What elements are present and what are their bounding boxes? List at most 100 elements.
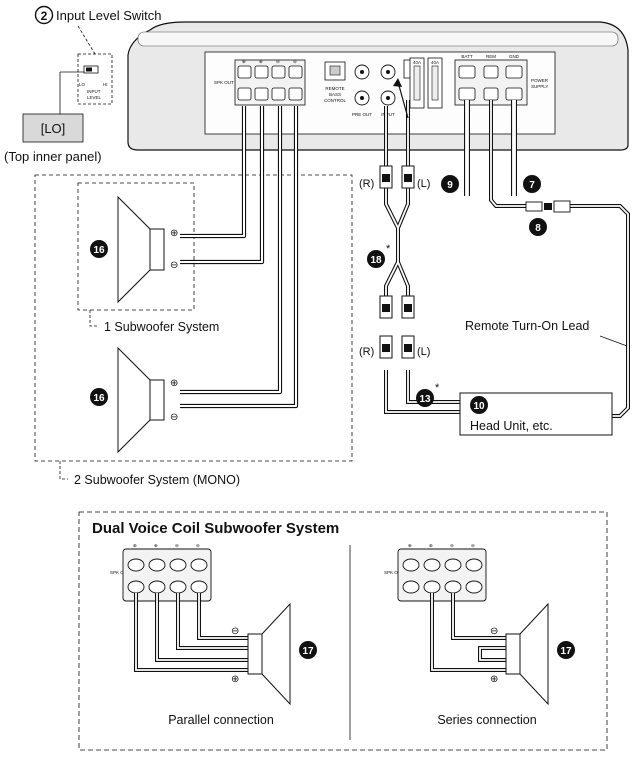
- subwoofer-bottom: ⊕ ⊖: [117, 346, 178, 454]
- rca-plug-low-r-tip: [382, 344, 390, 352]
- subwoofer-bottom-plus: ⊕: [170, 378, 178, 389]
- head-unit-label: Head Unit, etc.: [470, 419, 553, 433]
- jack-pin: [386, 70, 390, 74]
- spk-out-label: SPK OUT: [214, 80, 234, 85]
- spk-terminal-top: [271, 65, 286, 79]
- rca-plug-mid-l-tip: [404, 304, 412, 312]
- callout-badge: [299, 641, 317, 659]
- callout-head-unit: 10: [473, 401, 485, 412]
- channel-right-upper: (R): [359, 178, 374, 190]
- switch-knob: [86, 67, 92, 72]
- parallel-terminal-top: [169, 558, 187, 572]
- remote-bass-control-jack: [329, 65, 341, 76]
- remote-lead-leader: [599, 335, 628, 347]
- parallel-sub-cone: [261, 602, 291, 706]
- input-arrow-head: [393, 78, 402, 87]
- rem-terminal: [483, 87, 499, 101]
- callout-badge: [557, 641, 575, 659]
- input-arrow: [397, 81, 409, 119]
- spk-terminal-top: [288, 65, 303, 79]
- batt-terminal: [458, 87, 476, 101]
- series-terminal-top: [423, 558, 441, 572]
- callout-subwoofer-top: 16: [93, 245, 105, 256]
- channel-right-lower: (R): [359, 346, 374, 358]
- input-label: INPUT: [381, 112, 395, 117]
- spk-polarity: ⊕: [154, 543, 158, 548]
- subwoofer-top-plus: ⊕: [170, 228, 178, 239]
- series-caption: Series connection: [437, 713, 536, 727]
- parallel-terminal-bottom: [148, 580, 166, 594]
- fuse-2-label: 40A: [431, 60, 439, 65]
- connector-right: [553, 200, 571, 213]
- subwoofer-bottom-cone: [117, 346, 151, 454]
- one-sub-leader: [89, 310, 98, 327]
- fuse-2-element: [431, 65, 439, 101]
- series-terminal-bottom: [465, 580, 483, 594]
- two-sub-system-label: 2 Subwoofer System (MONO): [74, 473, 240, 487]
- head-unit-cable-asterisk: *: [435, 382, 440, 394]
- rca-plug-top-r-tip: [382, 174, 390, 182]
- remote-turn-on-lead-label: Remote Turn-On Lead: [465, 319, 589, 333]
- parallel-terminal-top: [148, 558, 166, 572]
- power-supply-label-2: SUPPLY: [531, 84, 548, 89]
- two-sub-leader: [59, 461, 68, 480]
- callout-badge: [529, 218, 547, 236]
- series-terminal-top: [465, 558, 483, 572]
- series-sub-cone: [519, 602, 549, 706]
- one-sub-system-label: 1 Subwoofer System: [104, 320, 219, 334]
- callout-dvc-parallel: 17: [302, 646, 314, 657]
- callout-rca-cable: 18: [370, 255, 382, 266]
- callout-fuse-connector: 8: [535, 223, 541, 234]
- subwoofer-top-minus: ⊖: [170, 260, 178, 271]
- rca-cable-asterisk: *: [386, 243, 391, 255]
- spk-terminal-bottom: [271, 87, 286, 101]
- jack-pin: [386, 96, 390, 100]
- step-number: 2: [41, 9, 48, 23]
- spk-polarity: ⊖: [471, 543, 475, 548]
- callout-badge: [441, 175, 459, 193]
- subwoofer-bottom-minus: ⊖: [170, 412, 178, 423]
- batt-label: BATT: [461, 54, 472, 59]
- spk-terminal-top: [254, 65, 269, 79]
- parallel-terminal-block: [122, 548, 212, 602]
- callout-subwoofer-bottom: 16: [93, 393, 105, 404]
- fuse-1-element: [413, 65, 421, 101]
- spk-polarity: ⊕: [242, 59, 246, 64]
- gnd-label: GND: [509, 54, 520, 59]
- callout-badge: [90, 240, 108, 258]
- callout-gnd-cable: 7: [529, 180, 535, 191]
- parallel-caption: Parallel connection: [168, 713, 274, 727]
- remote-bass-label-1: REMOTE: [325, 86, 344, 91]
- parallel-minus: ⊖: [231, 626, 239, 637]
- subwoofer-top: ⊕ ⊖: [117, 195, 178, 304]
- pre-out-label: PRE OUT: [352, 112, 372, 117]
- step-number-circle: [34, 5, 54, 25]
- remote-bass-label-3: CONTROL: [324, 98, 346, 103]
- rem-terminal-top: [483, 65, 499, 79]
- series-terminal-top: [402, 558, 420, 572]
- input-level-switch-section: 2 Input Level Switch LO HI INPUT LEVEL […: [4, 5, 162, 164]
- rem-label: REM: [486, 54, 496, 59]
- speaker-wires: [180, 106, 299, 409]
- spk-polarity: ⊖: [276, 59, 280, 64]
- power-cables: [464, 100, 630, 418]
- dvc-section-box: [78, 511, 608, 751]
- rca-plug-low-l-tip: [404, 344, 412, 352]
- amplifier-top-face: [137, 31, 619, 47]
- switch-setting-box: [22, 113, 84, 143]
- series-terminal-top: [444, 558, 462, 572]
- switch-setting-value: [LO]: [41, 121, 66, 136]
- spk-polarity: ⊖: [175, 543, 179, 548]
- spk-out-label: SPK OUT: [384, 570, 404, 575]
- input-level-switch-title: Input Level Switch: [56, 8, 162, 23]
- amplifier: SPK OUT ⊕ ⊕ ⊖ ⊖ REMOTE BASS CONTROL: [127, 21, 629, 151]
- connector-mid: [544, 203, 552, 210]
- callout-head-unit-cable: 13: [419, 394, 431, 405]
- jack-pin: [360, 70, 364, 74]
- one-sub-system-box: [77, 182, 195, 311]
- parallel-terminal-bottom: [190, 580, 208, 594]
- callout-batt-cable: 9: [447, 180, 453, 191]
- subwoofer-bottom-magnet: [149, 379, 165, 421]
- callout-dvc-series: 17: [560, 646, 572, 657]
